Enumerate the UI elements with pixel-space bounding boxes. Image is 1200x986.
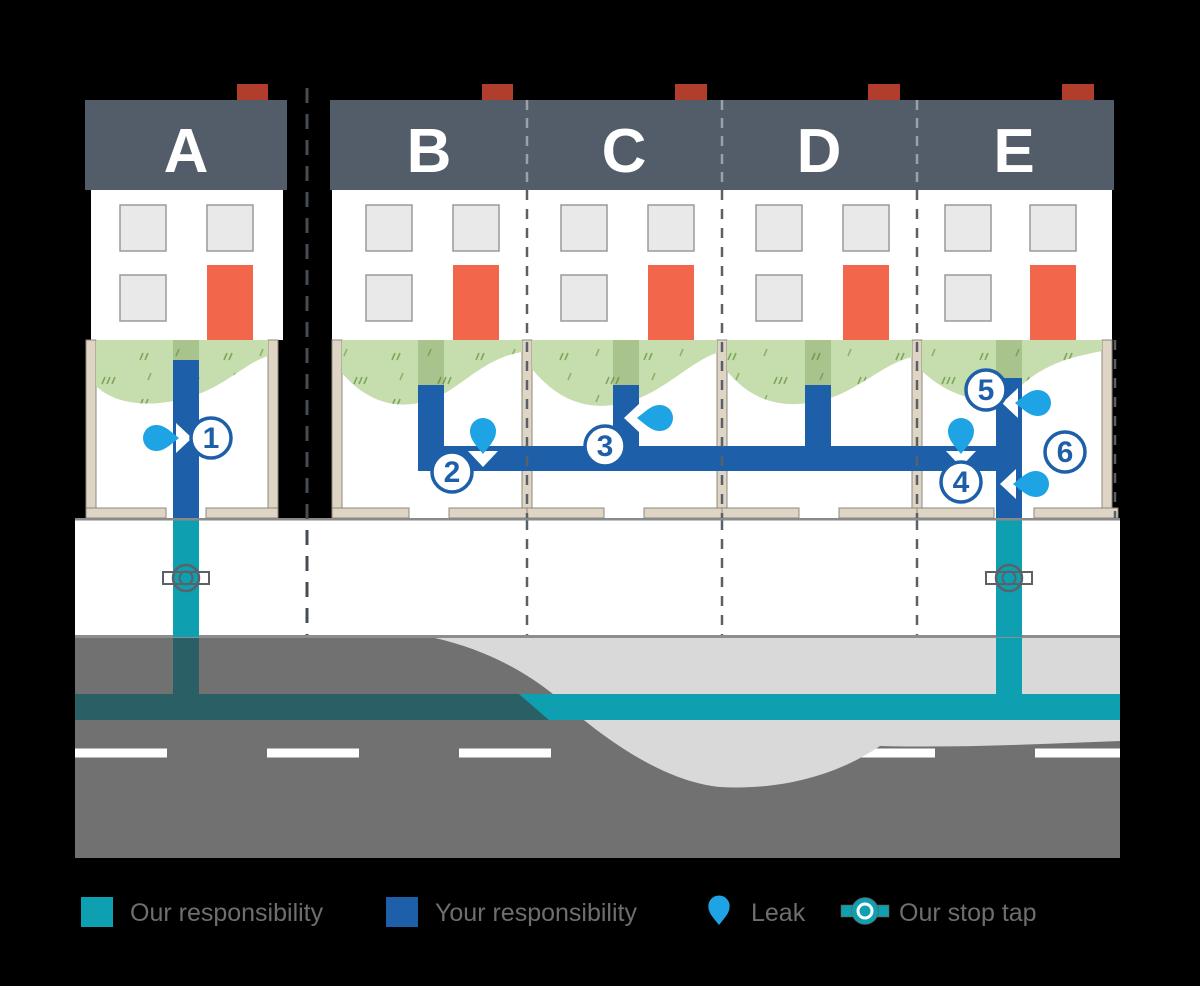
- service-pipe-a-under-road: [173, 637, 199, 697]
- house-b-front: [365, 204, 500, 341]
- house-e-label: E: [993, 117, 1034, 186]
- legend-leak: Leak: [708, 895, 806, 927]
- garden-wall: [331, 339, 343, 519]
- house-a: A: [85, 100, 287, 341]
- gardens-row: 1 2 3 4 5 6: [75, 339, 1120, 521]
- house-c-label: C: [602, 117, 647, 186]
- water-main-under-road: [75, 694, 549, 720]
- garden-wall: [85, 339, 97, 519]
- svg-text:4: 4: [953, 466, 970, 499]
- your-responsibility-swatch: [386, 897, 418, 927]
- leak-number-5: 5: [964, 368, 1008, 412]
- legend-our-responsibility: Our responsibility: [81, 897, 324, 927]
- supply-pipe-d-drop: [805, 385, 831, 446]
- svg-text:6: 6: [1057, 436, 1074, 469]
- stop-tap-icon: [162, 563, 210, 593]
- leak-number-2: 2: [430, 450, 474, 494]
- door: [648, 265, 694, 341]
- pavement: [75, 520, 1120, 635]
- garden-wall: [267, 339, 279, 519]
- kerb-line: [75, 635, 1120, 638]
- service-pipe-a: [173, 519, 199, 637]
- pavement-section: [75, 519, 1120, 637]
- door: [1030, 265, 1076, 341]
- window: [560, 204, 608, 252]
- window: [206, 204, 254, 252]
- road-section: [75, 635, 1120, 858]
- property-line: [75, 518, 1120, 521]
- door: [207, 265, 253, 341]
- door: [843, 265, 889, 341]
- svg-text:1: 1: [203, 422, 220, 455]
- garden-wall: [1101, 339, 1113, 519]
- window: [944, 274, 992, 322]
- service-pipe-e: [996, 519, 1022, 637]
- window: [755, 274, 803, 322]
- leak-number-1: 1: [189, 416, 233, 460]
- leak-number-3: 3: [583, 424, 627, 468]
- our-responsibility-label: Our responsibility: [130, 899, 324, 927]
- house-d-label: D: [797, 117, 842, 186]
- your-responsibility-label: Your responsibility: [435, 899, 637, 927]
- house-c-front: [560, 204, 695, 341]
- leak-number-6: 6: [1043, 430, 1087, 474]
- window: [944, 204, 992, 252]
- garden-sills: [85, 507, 1119, 519]
- house-d-front: [755, 204, 890, 341]
- property-boundaries: [305, 88, 1117, 635]
- legend-your-responsibility: Your responsibility: [386, 897, 637, 927]
- window: [365, 204, 413, 252]
- our-responsibility-swatch: [81, 897, 113, 927]
- window: [647, 204, 695, 252]
- house-a-label: A: [164, 117, 209, 186]
- stop-tap-icon: [985, 563, 1033, 593]
- window: [365, 274, 413, 322]
- service-pipe-e-exposed: [996, 637, 1022, 697]
- legend: Our responsibility Your responsibility L…: [81, 895, 1037, 927]
- house-b-label: B: [407, 117, 452, 186]
- house-a-roof: [85, 100, 287, 190]
- stop-tap-label: Our stop tap: [899, 899, 1037, 927]
- svg-text:2: 2: [444, 456, 461, 489]
- leak-label: Leak: [751, 899, 806, 927]
- house-e-front: [944, 204, 1077, 341]
- water-main-exposed: [519, 694, 1120, 720]
- leak-number-4: 4: [939, 460, 983, 504]
- stop-tap-icon: [840, 897, 890, 925]
- legend-stop-tap: Our stop tap: [840, 897, 1037, 927]
- leak-droplet-icon: [708, 895, 730, 925]
- window: [119, 274, 167, 322]
- window: [560, 274, 608, 322]
- svg-text:5: 5: [978, 374, 995, 407]
- leak-markers: 1 2 3 4 5 6: [143, 368, 1087, 504]
- window: [119, 204, 167, 252]
- door: [453, 265, 499, 341]
- houses-row: A B C D E: [85, 84, 1114, 341]
- window: [1029, 204, 1077, 252]
- shared-supply-pipe: [418, 446, 1022, 471]
- window: [452, 204, 500, 252]
- window: [842, 204, 890, 252]
- svg-text:3: 3: [597, 430, 614, 463]
- window: [755, 204, 803, 252]
